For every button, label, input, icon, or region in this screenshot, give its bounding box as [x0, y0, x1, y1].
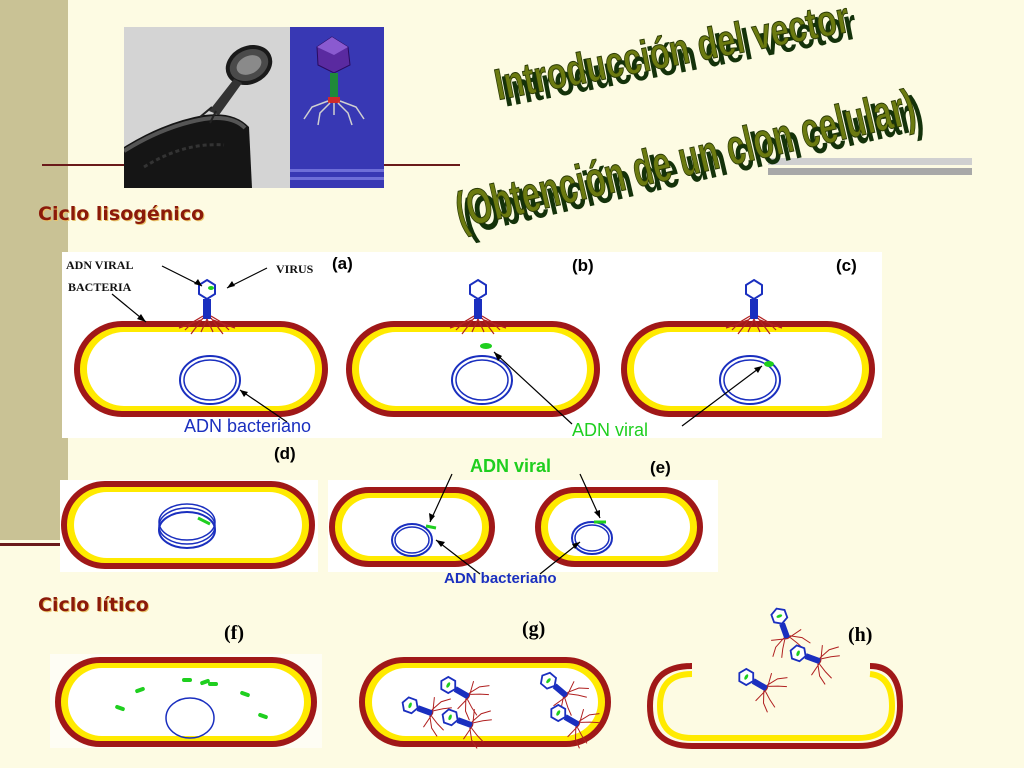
slide-title: Introducción del vector Introducción del…	[420, 0, 980, 250]
lysogenic-panel-middle: (d) (e) ADN viral ADN bacteriano	[60, 444, 720, 596]
phage-3d-model	[290, 27, 384, 188]
cell-a	[74, 279, 328, 417]
decor-rule-mid	[380, 164, 460, 166]
label-d: (d)	[274, 444, 296, 463]
label-adn-bacteriano-top: ADN bacteriano	[184, 416, 312, 436]
label-g: (g)	[522, 618, 546, 640]
label-adn-viral-top: ADN viral	[572, 420, 649, 440]
label-virus: VIRUS	[276, 262, 314, 276]
label-bacteria: BACTERIA	[68, 280, 132, 294]
left-decor-line	[0, 543, 70, 546]
phage-micrograph	[124, 27, 290, 188]
section-label-lytic: Ciclo lítico	[38, 594, 149, 616]
label-h: (h)	[848, 624, 873, 646]
label-b: (b)	[572, 256, 594, 275]
cell-e1	[329, 487, 495, 567]
label-adn-bacteriano-mid: ADN bacteriano	[444, 570, 557, 587]
label-adn-viral: ADN VIRAL	[66, 258, 134, 272]
cell-f	[55, 657, 317, 747]
label-c: (c)	[836, 256, 857, 275]
label-a: (a)	[332, 254, 353, 273]
label-f: (f)	[224, 622, 244, 644]
decor-rule-left	[42, 164, 132, 166]
lytic-panel: (f) (g) (h)	[40, 590, 920, 760]
cell-e2	[535, 487, 703, 567]
lysogenic-panel-top: ADN VIRAL VIRUS BACTERIA (a) (b) (c) ADN…	[62, 252, 882, 440]
cell-d	[61, 481, 315, 569]
label-e: (e)	[650, 458, 671, 477]
label-adn-viral-mid: ADN viral	[470, 456, 552, 476]
cell-c	[621, 279, 875, 417]
cell-b	[346, 279, 600, 417]
cell-g	[359, 657, 611, 752]
section-label-lysogenic: Ciclo lisogénico	[38, 203, 205, 225]
left-decor-bar	[0, 0, 68, 540]
cell-h	[646, 600, 904, 749]
decor-gray-bars	[768, 158, 972, 178]
